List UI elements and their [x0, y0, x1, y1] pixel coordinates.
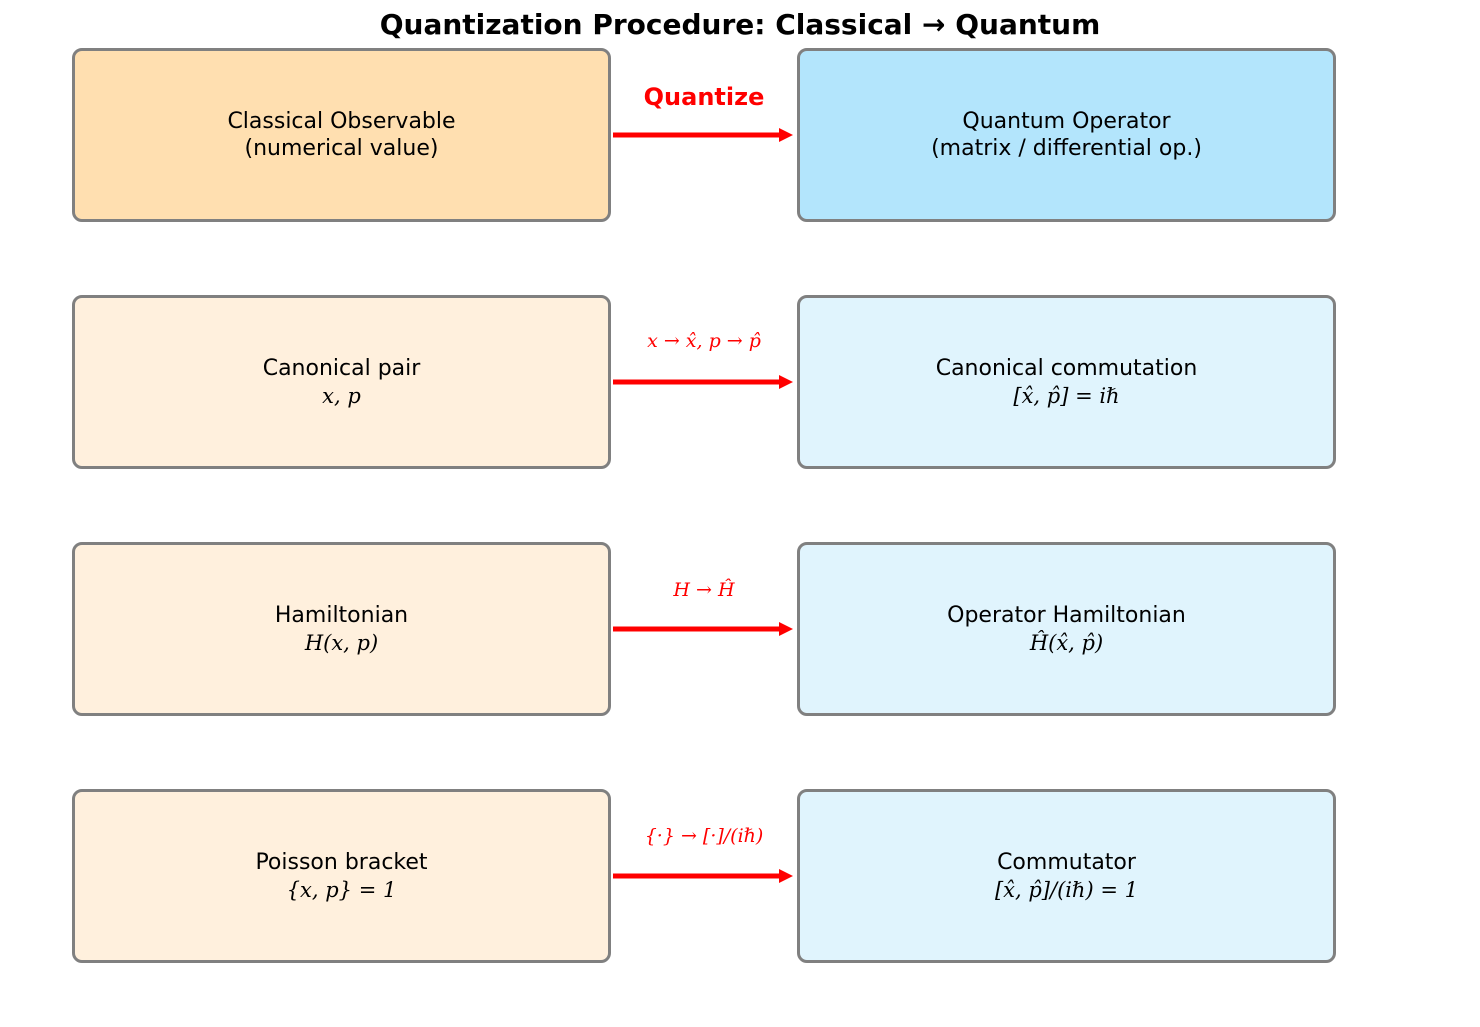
- quantize-arrow: Quantize: [611, 48, 797, 222]
- arrow-right-icon: [613, 869, 793, 883]
- canonical-pair-box: Canonical pair x, p: [72, 295, 611, 469]
- poisson-bracket-arrow: {·} → [·]/(iℏ): [611, 789, 797, 963]
- hamiltonian-arrow-label: H → Ĥ: [673, 579, 735, 601]
- commutator-label: Commutator: [997, 849, 1136, 875]
- canonical-commutation-formula: [x̂, p̂] = iℏ: [1013, 383, 1120, 408]
- quantum-operator-sublabel: (matrix / differential op.): [931, 136, 1202, 161]
- arrow-right-icon: [613, 622, 793, 636]
- hamiltonian-box: Hamiltonian H(x, p): [72, 542, 611, 716]
- canonical-pair-arrow-label: x → x̂, p → p̂: [647, 330, 761, 352]
- quantum-operator-box: Quantum Operator (matrix / differential …: [797, 48, 1336, 222]
- canonical-pair-label: Canonical pair: [262, 355, 421, 381]
- classical-observable-box: Classical Observable (numerical value): [72, 48, 611, 222]
- poisson-bracket-label: Poisson bracket: [255, 849, 428, 875]
- operator-hamiltonian-label: Operator Hamiltonian: [947, 602, 1186, 628]
- operator-hamiltonian-box: Operator Hamiltonian Ĥ(x̂, p̂): [797, 542, 1336, 716]
- quantize-label: Quantize: [643, 83, 765, 111]
- quantum-operator-label: Quantum Operator: [962, 109, 1171, 134]
- commutator-box: Commutator [x̂, p̂]/(iℏ) = 1: [797, 789, 1336, 963]
- poisson-bracket-arrow-label: {·} → [·]/(iℏ): [644, 825, 764, 847]
- classical-observable-sublabel: (numerical value): [244, 136, 439, 161]
- commutator-formula: [x̂, p̂]/(iℏ) = 1: [994, 877, 1139, 902]
- hamiltonian-formula: H(x, p): [304, 630, 379, 655]
- hamiltonian-label: Hamiltonian: [274, 602, 409, 628]
- hamiltonian-arrow: H → Ĥ: [611, 542, 797, 716]
- diagram-title: Quantization Procedure: Classical → Quan…: [379, 8, 1101, 41]
- operator-hamiltonian-formula: Ĥ(x̂, p̂): [1029, 630, 1104, 655]
- poisson-bracket-box: Poisson bracket {x, p} = 1: [72, 789, 611, 963]
- canonical-pair-formula: x, p: [322, 383, 361, 408]
- canonical-commutation-label: Canonical commutation: [935, 355, 1198, 381]
- canonical-commutation-box: Canonical commutation [x̂, p̂] = iℏ: [797, 295, 1336, 469]
- arrow-right-icon: [613, 375, 793, 389]
- poisson-bracket-formula: {x, p} = 1: [286, 877, 397, 902]
- arrow-right-icon: [613, 128, 793, 142]
- canonical-pair-arrow: x → x̂, p → p̂: [611, 295, 797, 469]
- classical-observable-label: Classical Observable: [227, 109, 456, 134]
